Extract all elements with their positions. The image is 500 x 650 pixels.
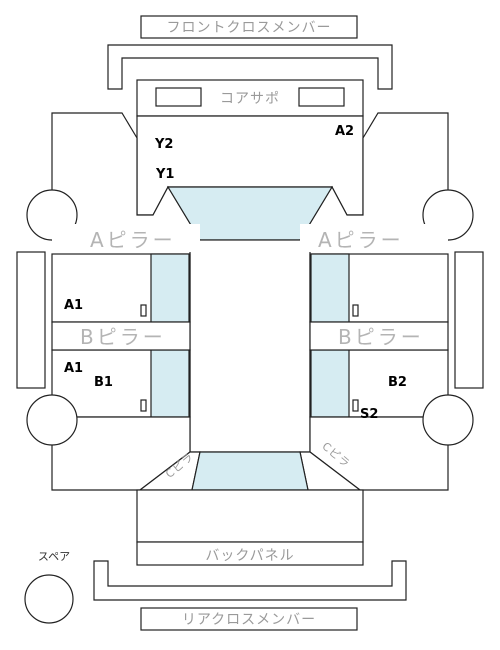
front-cross-member-box[interactable] xyxy=(140,15,358,39)
front-cross-member-label: フロントクロスメンバー xyxy=(167,20,332,36)
mark-y2: Y2 xyxy=(154,137,173,152)
a-pillar-right-label: Aピラー xyxy=(318,228,404,252)
door-handle-rear-left[interactable] xyxy=(140,399,147,412)
spare-tire[interactable] xyxy=(24,574,74,624)
mark-a2: A2 xyxy=(335,124,354,139)
headlight-right[interactable] xyxy=(298,87,345,107)
window-front-left[interactable] xyxy=(150,253,190,323)
side-sill-right[interactable] xyxy=(454,251,484,389)
spare-label: スペア xyxy=(38,550,70,563)
trunk-lid[interactable] xyxy=(136,489,364,543)
door-handle-front-left[interactable] xyxy=(140,304,147,317)
back-panel[interactable] xyxy=(136,541,364,566)
side-sill-left[interactable] xyxy=(16,251,46,389)
b-pillar-right[interactable] xyxy=(309,321,449,351)
core-support-label: コアサポ xyxy=(220,91,280,107)
a-pillar-right[interactable] xyxy=(300,224,448,252)
rear-cross-member-box[interactable] xyxy=(140,607,358,631)
rear-cross-member-label: リアクロスメンバー xyxy=(182,612,316,628)
b-pillar-left[interactable] xyxy=(51,321,191,351)
mark-b1: B1 xyxy=(94,375,113,390)
roof-panel[interactable] xyxy=(189,239,311,453)
a-pillar-left[interactable] xyxy=(52,224,200,252)
window-rear-left[interactable] xyxy=(150,349,190,418)
mark-s2: S2 xyxy=(360,407,378,422)
window-front-right[interactable] xyxy=(310,253,350,323)
mark-a1-upper: A1 xyxy=(64,298,83,313)
mark-y1: Y1 xyxy=(155,167,174,182)
mark-b2: B2 xyxy=(388,375,407,390)
door-handle-front-right[interactable] xyxy=(352,304,359,317)
front-cross-member-bracket[interactable] xyxy=(107,44,393,90)
b-pillar-right-label: Bピラー xyxy=(338,325,424,349)
wheel-rear-left[interactable] xyxy=(26,394,78,446)
back-panel-label: バックパネル xyxy=(205,548,294,564)
wheel-rear-right[interactable] xyxy=(422,394,474,446)
window-rear-right[interactable] xyxy=(310,349,350,418)
headlight-left[interactable] xyxy=(155,87,202,107)
a-pillar-left-label: Aピラー xyxy=(90,228,176,252)
door-handle-rear-right[interactable] xyxy=(352,399,359,412)
rear-cross-member-bracket[interactable] xyxy=(93,560,407,601)
rear-window[interactable] xyxy=(191,451,309,491)
b-pillar-left-label: Bピラー xyxy=(80,325,166,349)
mark-a1-lower: A1 xyxy=(64,361,83,376)
